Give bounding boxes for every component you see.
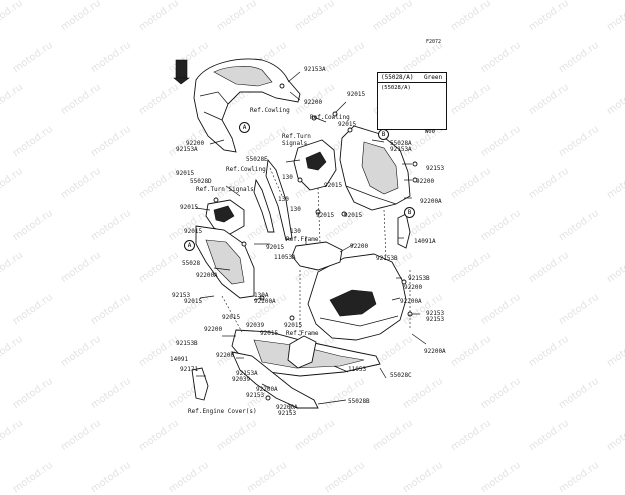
part-label-92015_m: 92015 — [284, 322, 303, 329]
part-label-92200a_b: 92200A — [256, 386, 278, 393]
legend-sub-code: (55028/A) — [381, 85, 411, 91]
part-label-92153_r1: 92153 — [426, 165, 445, 172]
guide-lines — [221, 167, 411, 338]
part-label-refenginecover: Ref.Engine Cover(s) — [188, 408, 257, 415]
part-label-92015_h: 92015 — [184, 228, 203, 235]
part-label-92153_b: 92153 — [246, 392, 265, 399]
callout-a-top: A — [239, 122, 250, 133]
part-label-11053: 11053 — [348, 366, 367, 373]
part-label-92015_i: 92015 — [266, 244, 285, 251]
part-label-92200_left: 92200 — [186, 140, 205, 147]
part-label-92015_k: 92015 — [222, 314, 241, 321]
part-label-92200a_bb: 92200A — [276, 404, 298, 411]
front-arrow-icon — [173, 59, 190, 85]
part-label-92153a_b: 92153A — [236, 370, 258, 377]
part-label-14091: 14091 — [170, 356, 189, 363]
color-legend: (55028/A) Green (55028/A) — [377, 72, 447, 130]
part-label-92171: 92171 — [180, 366, 199, 373]
callout-b-right: B — [404, 207, 415, 218]
part-label-130_a: 130 — [282, 174, 293, 181]
part-label-92153_r2: 92153 — [426, 316, 445, 323]
part-label-92200_l3: 92200 — [216, 352, 235, 359]
part-label-refcowling3: Ref.Cowling — [226, 166, 266, 173]
part-label-refcowling2: Ref.Cowling — [310, 114, 350, 121]
leader-lines — [195, 71, 427, 412]
part-label-92153b_a: 92153B — [376, 255, 398, 262]
part-label-11053a: 11053A — [274, 254, 296, 261]
part-label-130_d: 130 — [290, 228, 301, 235]
legend-color: Green — [424, 74, 443, 81]
part-label-130_c: 130 — [290, 206, 301, 213]
part-label-92153a_top: 92153A — [304, 66, 326, 73]
part-label-92153b_r: 92153B — [408, 275, 430, 282]
part-label-92200a_l: 92200A — [196, 272, 218, 279]
part-label-refframe1: Ref.Frame — [286, 236, 319, 243]
part-label-92200_r1: 92200 — [416, 178, 435, 185]
part-label-55028a: 55028A — [390, 140, 412, 147]
part-label-14091a: 14091A — [414, 238, 436, 245]
part-label-130a: 130A — [254, 292, 269, 299]
part-label-92200a_r3: 92200A — [424, 348, 446, 355]
legend-code: (55028/A) — [381, 74, 414, 81]
part-label-55028e: 55028E — [246, 156, 268, 163]
part-label-55028b: 55028B — [348, 398, 370, 405]
part-label-92153a_r: 92153A — [390, 146, 412, 153]
part-label-92153b_l: 92153B — [176, 340, 198, 347]
part-label-92015_c: 92015 — [176, 170, 195, 177]
part-label-92015_e: 92015 — [180, 204, 199, 211]
part-label-55028d: 55028D — [190, 178, 212, 185]
part-label-92153_bb: 92153 — [278, 410, 297, 417]
part-label-92153a_left: 92153A — [176, 146, 198, 153]
legend-under-label: W00 — [425, 129, 435, 135]
part-label-92200_top: 92200 — [304, 99, 323, 106]
part-label-refframe2: Ref.Frame — [286, 330, 319, 337]
part-label-130_b: 130 — [278, 196, 289, 203]
part-label-92200a_m: 92200A — [254, 298, 276, 305]
part-label-refturnsignals_l: Ref.Turn Signals — [196, 186, 254, 193]
part-label-92015_f: 92015 — [316, 212, 335, 219]
part-label-92200_r2: 92200 — [404, 284, 423, 291]
part-label-92153_l: 92153 — [172, 292, 191, 299]
part-label-92039_b: 92039 — [232, 376, 251, 383]
part-label-92015_g: 92015 — [344, 212, 363, 219]
part-label-92153_r3: 92153 — [426, 310, 445, 317]
part-label-92015_b: 92015 — [338, 121, 357, 128]
part-label-92015_j: 92015 — [184, 298, 203, 305]
part-label-55028c: 55028C — [390, 372, 412, 379]
part-label-92015_d: 92015 — [324, 182, 343, 189]
part-label-92015_a: 92015 — [347, 91, 366, 98]
part-label-55028: 55028 — [182, 260, 201, 267]
part-label-refturnsignals_r: Ref.Turn Signals — [282, 133, 311, 147]
diagram-code: F2072 — [426, 39, 442, 45]
front-tag: FRONT — [168, 62, 174, 78]
part-label-92200a_r2: 92200A — [400, 298, 422, 305]
part-label-92039_a: 92039 — [246, 322, 265, 329]
callout-b-top: B — [378, 129, 389, 140]
part-label-refcowling1: Ref.Cowling — [250, 107, 290, 114]
callout-a-left: A — [184, 240, 195, 251]
part-label-92200_mid: 92200 — [350, 243, 369, 250]
part-label-92200a_r1: 92200A — [420, 198, 442, 205]
part-label-92200_l2: 92200 — [204, 326, 223, 333]
part-label-92015_l: 92015 — [260, 330, 279, 337]
